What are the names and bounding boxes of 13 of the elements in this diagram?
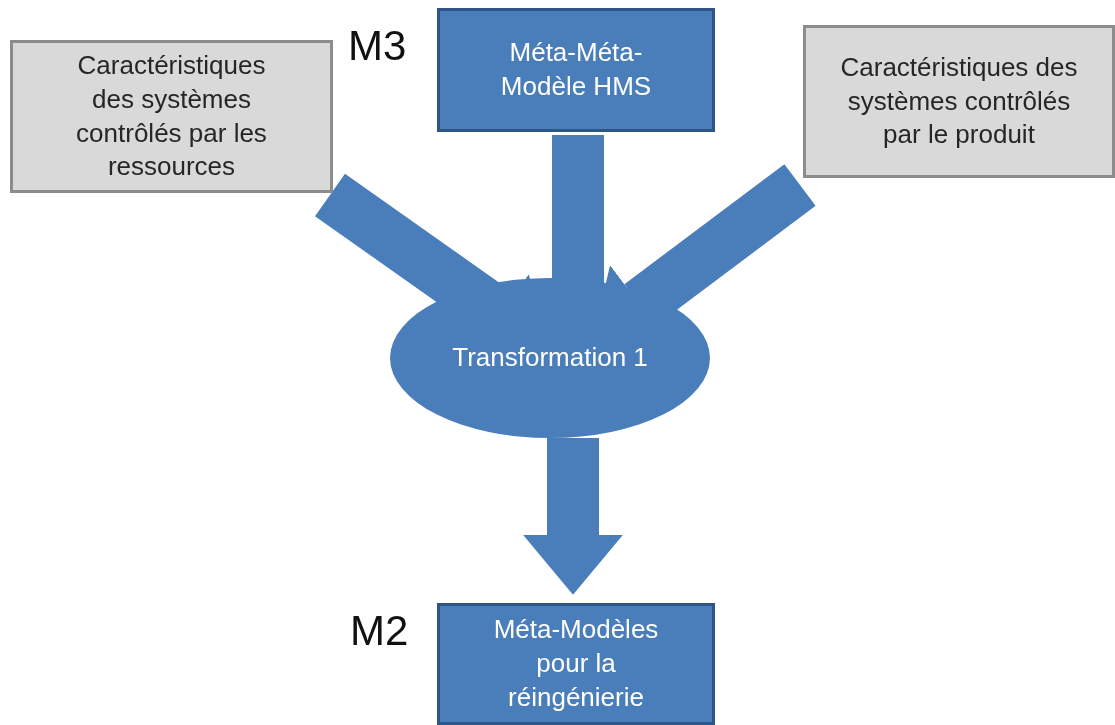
text-box (437, 8, 715, 132)
box-label: Caractéristiques des systèmes contrôlés par le produit (839, 50, 1079, 152)
text-box (803, 25, 1115, 178)
block-arrow (523, 438, 623, 595)
box-label: Caractéristiques des systèmes contrôlés par les ressources (75, 48, 268, 184)
text-box (437, 603, 715, 725)
level-label: M3 (348, 22, 407, 70)
process-ellipse (390, 278, 710, 438)
box-label: Méta-Modèles pour la réingénierie (492, 613, 660, 714)
box-label: Transformation 1 (451, 341, 649, 375)
text-box (10, 40, 333, 193)
box-label: Méta-Méta-Modèle HMS (499, 36, 653, 103)
level-label: M2 (350, 607, 409, 655)
